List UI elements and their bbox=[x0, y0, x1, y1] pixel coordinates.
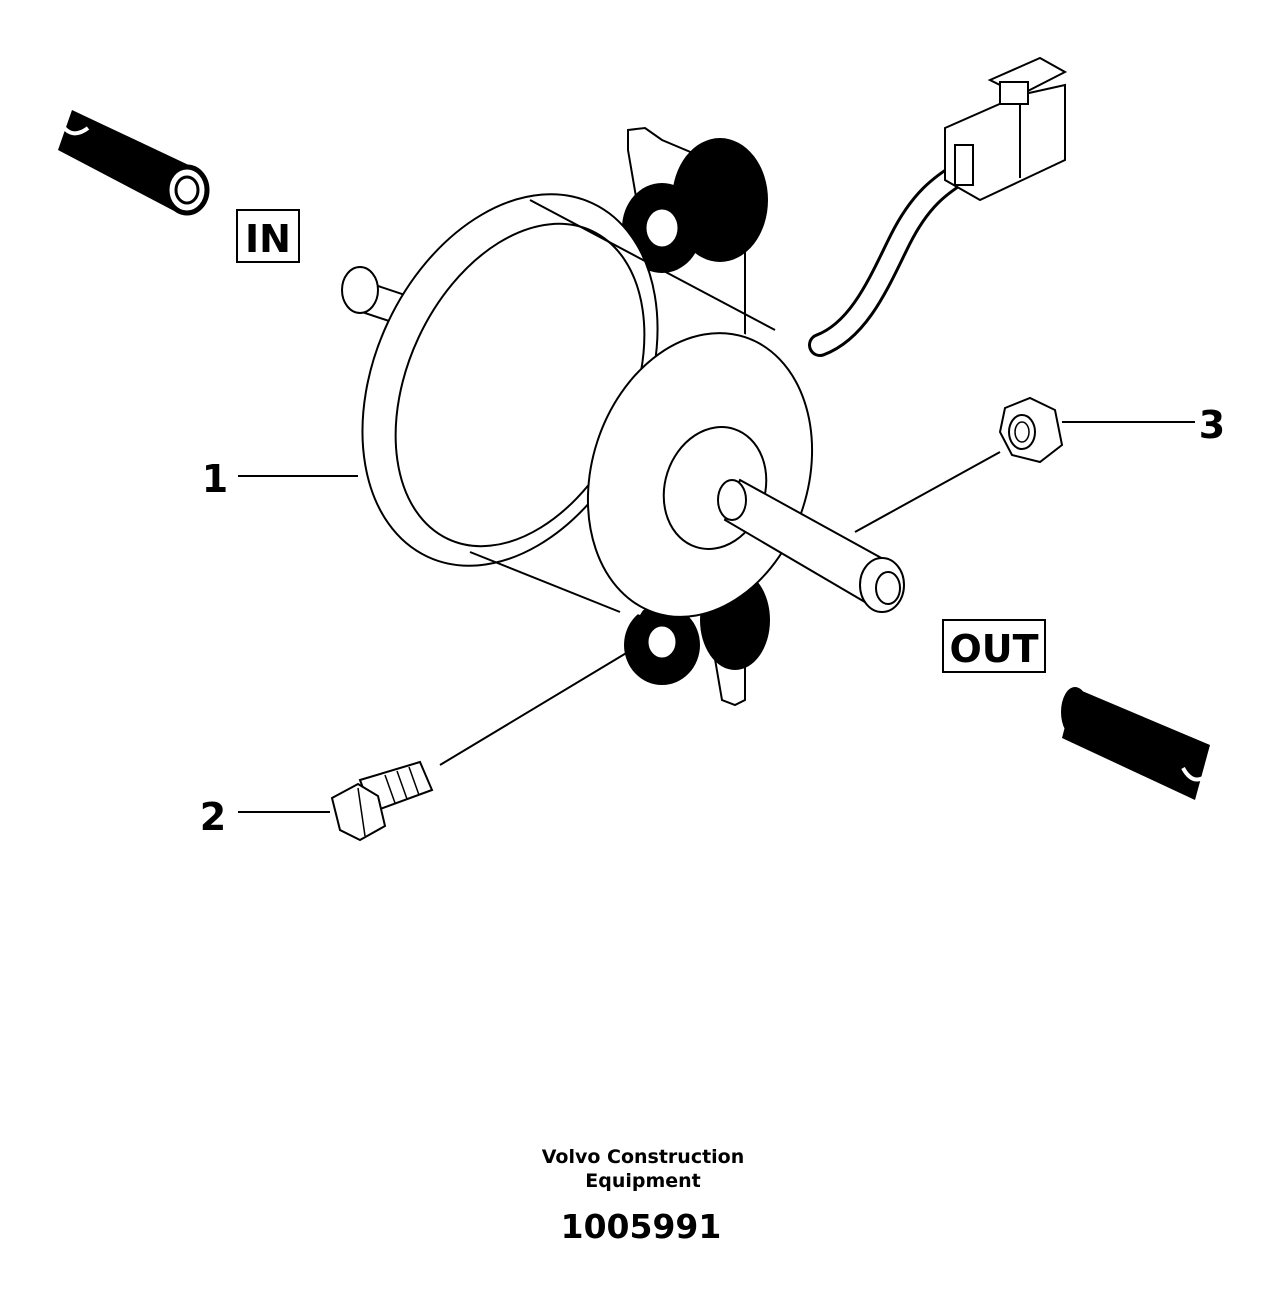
leader-lines bbox=[238, 421, 1195, 813]
nut bbox=[998, 396, 1064, 464]
outlet-nozzle bbox=[717, 478, 905, 613]
callout-3: 3 bbox=[1199, 403, 1225, 447]
callout-2: 2 bbox=[200, 795, 226, 839]
inlet-hose bbox=[58, 110, 210, 216]
in-label: IN bbox=[245, 217, 291, 261]
outlet-hose bbox=[1061, 687, 1214, 800]
footer-company-line2: Equipment bbox=[585, 1170, 701, 1192]
out-label: OUT bbox=[949, 627, 1038, 671]
figure-number: 1005991 bbox=[561, 1207, 722, 1246]
callout-1: 1 bbox=[202, 457, 228, 501]
bolt bbox=[330, 760, 434, 842]
leader-2-assembly bbox=[439, 639, 649, 766]
footer-company-line1: Volvo Construction bbox=[542, 1146, 745, 1168]
out-label-box: OUT bbox=[942, 619, 1046, 673]
electrical-connector bbox=[808, 56, 1068, 357]
leader-3-assembly bbox=[854, 451, 1001, 533]
in-label-box: IN bbox=[236, 209, 300, 263]
fuel-pump bbox=[330, 193, 905, 618]
